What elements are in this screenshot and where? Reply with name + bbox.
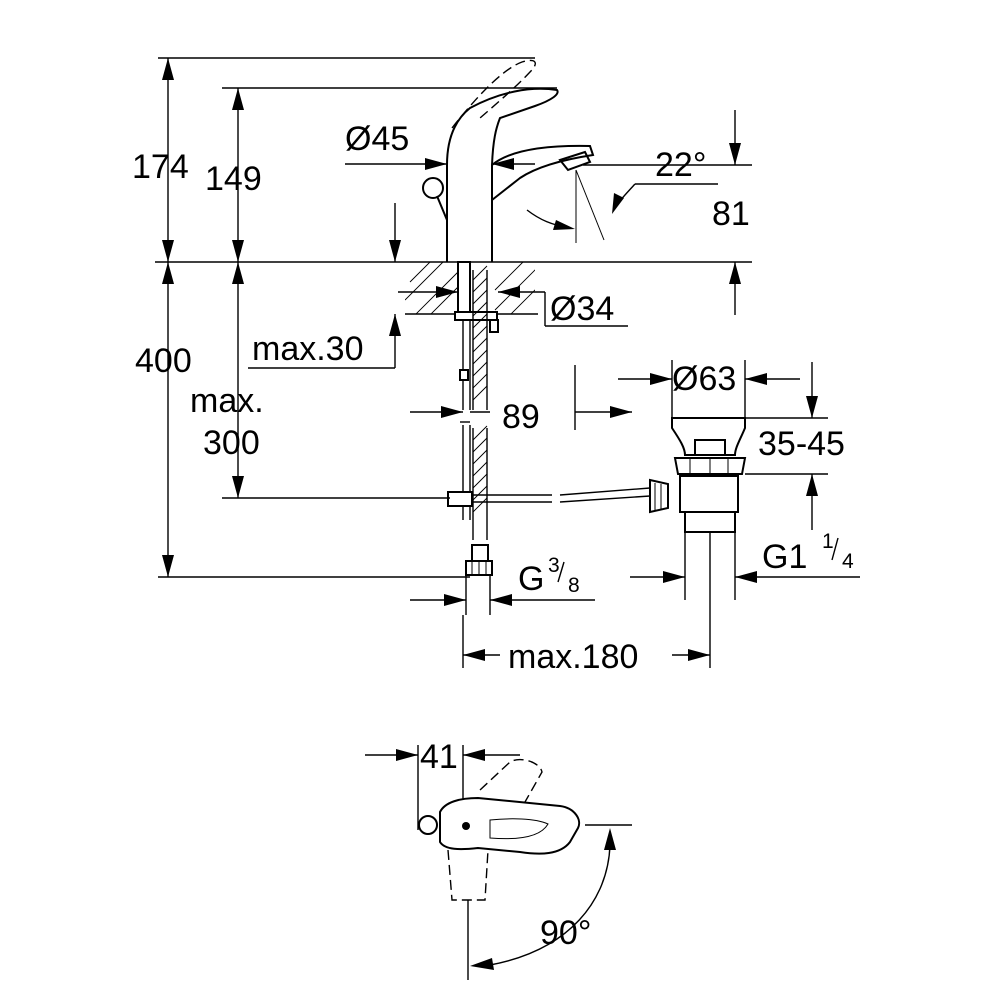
shank-assembly <box>447 261 499 576</box>
shank <box>457 261 471 313</box>
waste-flange <box>671 417 746 456</box>
mounting-plate <box>454 311 498 321</box>
label-lever-width: 41 <box>420 738 458 776</box>
svg-text:4: 4 <box>842 550 854 573</box>
label-inlet-thread: G 3 8 <box>518 554 580 598</box>
mounting-nut <box>489 319 499 333</box>
body-below-outline <box>447 849 489 901</box>
faucet-top-view <box>365 745 632 980</box>
svg-text:3: 3 <box>548 554 560 577</box>
hose-connector <box>471 544 489 562</box>
spout <box>491 144 595 201</box>
waste-assembly <box>649 417 747 533</box>
svg-text:G1: G1 <box>762 538 807 576</box>
label-hose-length-2: 300 <box>203 424 260 462</box>
lever-rotated-outline <box>479 758 543 803</box>
label-spout-angle: 22° <box>655 146 706 184</box>
label-max-offset: max.180 <box>508 638 638 676</box>
label-total-height: 174 <box>132 148 189 186</box>
waste-plug <box>694 439 726 456</box>
lever-top <box>439 796 580 855</box>
label-body-diameter: Ø45 <box>345 120 409 158</box>
label-bore-depth: 400 <box>135 342 192 380</box>
label-rotation-angle: 90° <box>540 914 591 952</box>
pop-up-rod <box>472 487 651 503</box>
lever-raised-outline <box>451 59 536 129</box>
label-rod-offset: 89 <box>502 398 540 436</box>
label-spout-reach-height: 81 <box>712 195 750 233</box>
aerator <box>558 150 592 172</box>
pop-up-knob <box>422 177 444 199</box>
label-shank-diameter: Ø34 <box>550 290 614 328</box>
pop-up-rod-top <box>436 195 448 221</box>
rod-connector <box>649 478 669 514</box>
spout-angle-line <box>575 169 605 241</box>
rod-joint <box>447 491 473 507</box>
lever-inner <box>489 818 549 840</box>
label-spout-height: 149 <box>205 160 262 198</box>
pop-up-knob-top <box>418 815 438 835</box>
faucet-side-view <box>422 59 605 262</box>
dimension-labels: 174 149 Ø45 22° 81 Ø34 max.30 400 max. 3… <box>132 120 854 952</box>
indicator-dot <box>462 822 470 830</box>
label-waste-diameter: Ø63 <box>672 360 736 398</box>
svg-text:8: 8 <box>568 574 580 597</box>
waste-tail <box>684 511 736 533</box>
label-waste-range: 35-45 <box>758 425 845 463</box>
faucet-body <box>446 87 559 262</box>
svg-text:G: G <box>518 560 544 598</box>
hose-clip <box>459 369 469 381</box>
label-waste-thread: G1 1 4 <box>762 530 854 576</box>
dimension-lines <box>158 57 860 668</box>
deck-section <box>155 261 752 315</box>
waste-body <box>679 475 739 513</box>
label-hose-length-1: max. <box>190 382 264 420</box>
svg-text:1: 1 <box>822 530 834 553</box>
label-max-thickness: max.30 <box>252 330 364 368</box>
